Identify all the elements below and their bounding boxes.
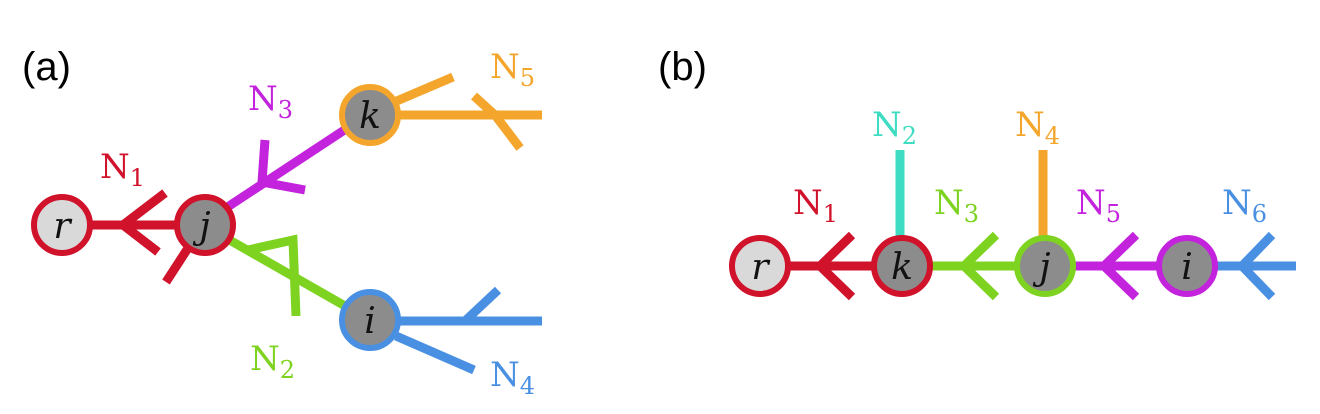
node-b-r-circle — [729, 235, 791, 297]
edge-a-n1-label: N1 — [100, 147, 145, 192]
edge-a-n1-stub — [162, 242, 194, 285]
node-b-r-label: r — [751, 247, 770, 288]
panel-a-label: (a) — [22, 45, 71, 89]
edge-b-n1-arrow — [813, 231, 856, 301]
node-b-i: i — [1156, 235, 1218, 297]
edge-b-n6-arrow — [1235, 231, 1276, 301]
edge-a-n3-arrow — [257, 139, 306, 195]
edge-a-n4-arrow — [461, 286, 502, 325]
node-b-i-circle — [1156, 235, 1218, 297]
node-a-i: i — [339, 289, 401, 351]
panel-a: (a) r — [22, 45, 542, 400]
node-b-r: r — [729, 235, 791, 297]
edge-a-n1-arrow — [115, 189, 168, 256]
edge-a-n5-label: N5 — [490, 47, 535, 92]
edge-a-n5-arrow — [470, 92, 524, 151]
node-a-r-label: r — [53, 206, 72, 247]
edge-a-n3-label: N3 — [248, 79, 293, 124]
edge-a-n4 — [394, 286, 542, 375]
node-b-k-circle — [871, 235, 933, 297]
edge-b-n5-arrow — [1097, 231, 1140, 301]
node-a-r: r — [31, 194, 93, 256]
edge-a-n2-label: N2 — [250, 339, 295, 384]
node-b-k-label: k — [891, 247, 913, 288]
panel-b-label: (b) — [658, 45, 707, 89]
edge-b-n5 — [1075, 231, 1157, 301]
edge-b-n6 — [1215, 231, 1296, 301]
edge-a-n5 — [390, 72, 542, 151]
node-b-j: j — [1014, 235, 1076, 297]
edge-b-n4-label: N4 — [1015, 105, 1060, 150]
node-a-i-label: i — [364, 301, 376, 342]
node-a-k-label: k — [359, 96, 381, 137]
edge-a-n5-upper — [390, 72, 455, 108]
node-a-r-circle — [31, 194, 93, 256]
node-b-i-label: i — [1181, 247, 1193, 288]
edge-b-n1-label: N1 — [793, 183, 838, 228]
edge-a-n2 — [223, 234, 355, 317]
edge-a-n4-lower — [394, 331, 476, 375]
edge-b-n3-arrow — [957, 231, 1000, 301]
node-a-k-circle — [339, 84, 401, 146]
edge-b-n2-label: N2 — [872, 105, 917, 150]
edge-a-n2-arrow — [247, 234, 301, 317]
edge-b-n3 — [932, 231, 1015, 301]
edge-a-n3-line — [220, 121, 355, 214]
node-b-j-circle — [1014, 235, 1076, 297]
node-a-j-circle — [174, 194, 236, 256]
node-a-i-circle — [339, 289, 401, 351]
node-a-k: k — [339, 84, 401, 146]
edge-b-n6-label: N6 — [1222, 183, 1267, 228]
edge-a-n2-line — [223, 234, 355, 314]
edge-b-n3-label: N3 — [934, 183, 979, 228]
node-a-j: j — [174, 194, 236, 256]
edge-b-n5-label: N5 — [1076, 183, 1121, 228]
node-b-k: k — [871, 235, 933, 297]
edge-a-n3 — [220, 121, 355, 214]
panel-b: (b) r k j — [658, 45, 1296, 301]
edge-b-n1 — [790, 231, 872, 301]
edge-a-n4-label: N4 — [490, 355, 535, 400]
